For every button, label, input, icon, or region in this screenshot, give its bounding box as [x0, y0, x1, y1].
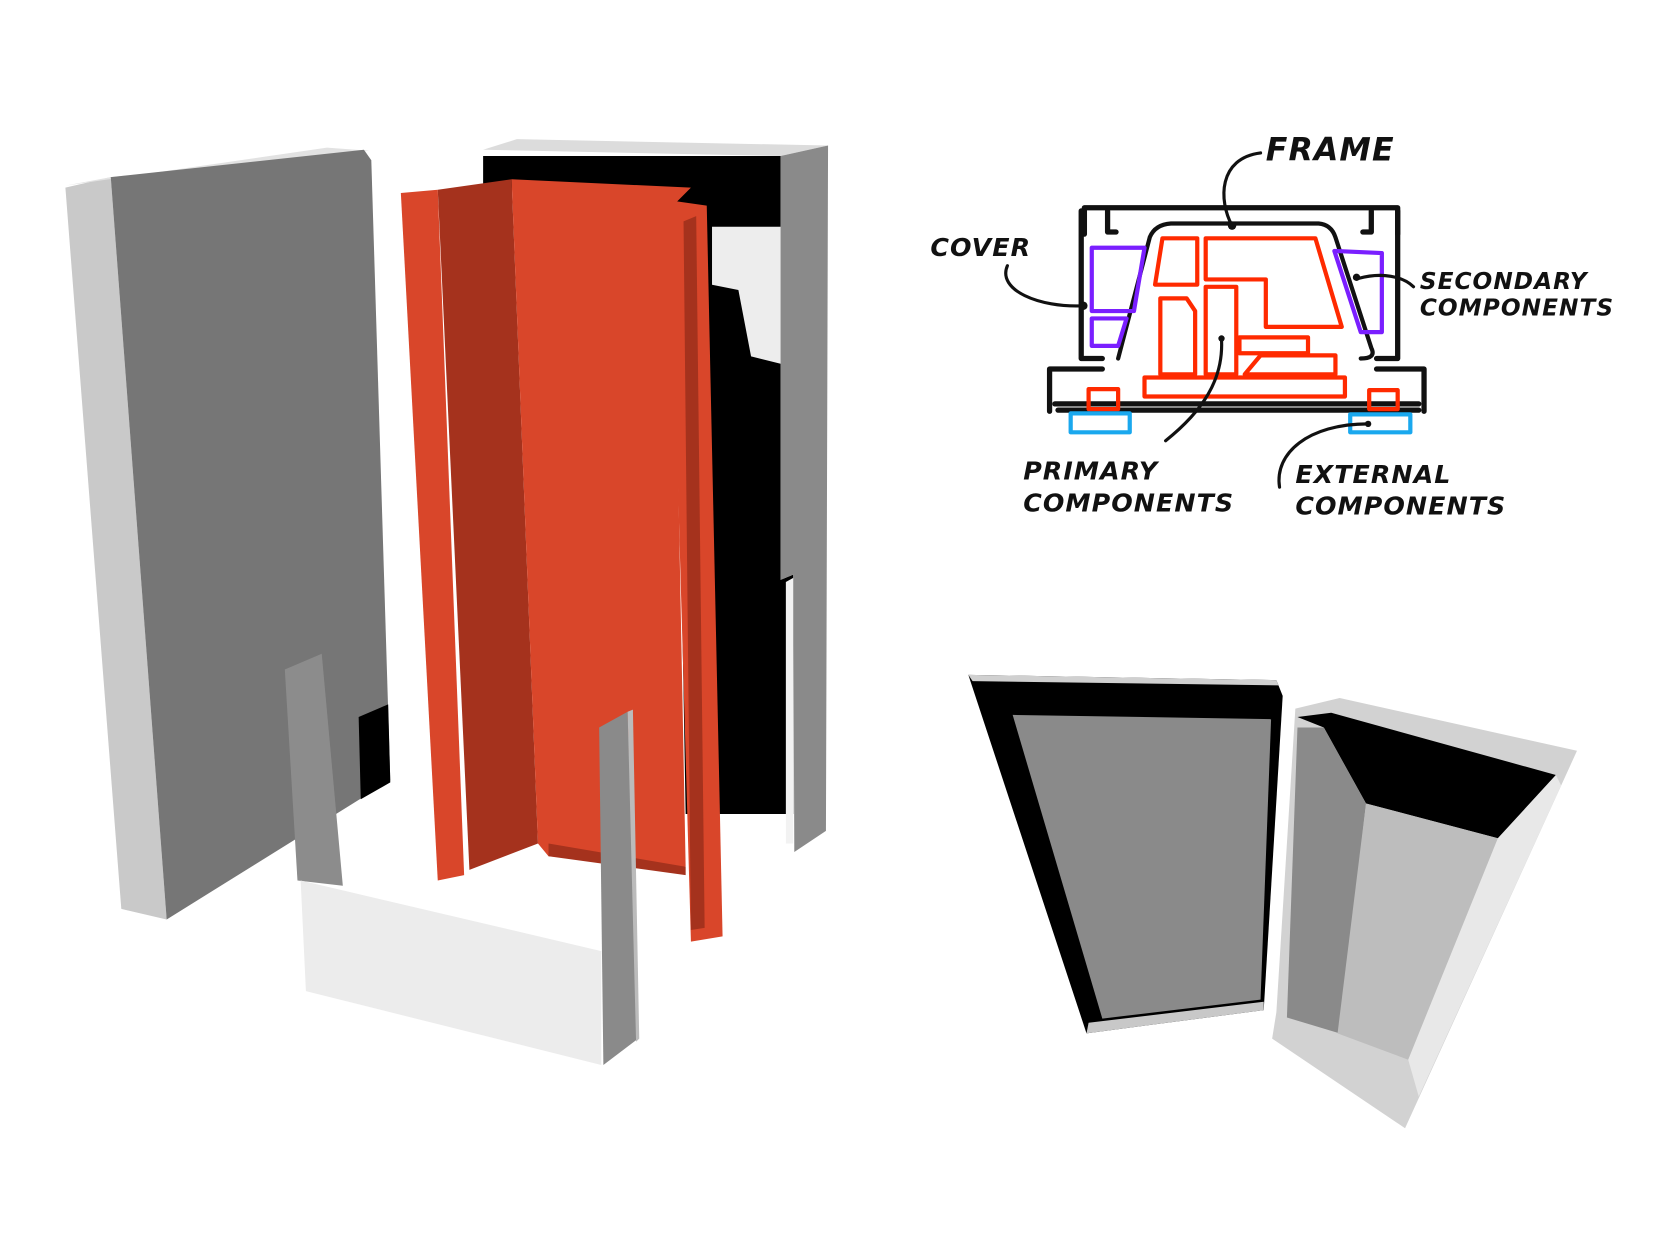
label-external-components-1: EXTERNAL: [1295, 460, 1451, 489]
label-secondary-components-2: COMPONENTS: [1420, 294, 1614, 321]
leader-dots: [1079, 221, 1372, 428]
front-tray: [284, 653, 640, 1065]
primary-components: [1086, 236, 1400, 412]
label-primary-components-2: COMPONENTS: [1023, 488, 1234, 517]
opened-enclosure-model: [968, 674, 1577, 1129]
exploded-enclosure-model: [65, 139, 829, 1065]
label-cover: COVER: [930, 233, 1031, 262]
leader-lines: [1004, 151, 1416, 489]
label-external-components-2: COMPONENTS: [1295, 492, 1506, 521]
cover-panel: [65, 147, 391, 920]
label-secondary-components-1: SECONDARY: [1420, 268, 1589, 295]
secondary-components: [1089, 245, 1384, 348]
frame-outline: [1116, 221, 1375, 361]
housing-half: [1272, 698, 1577, 1129]
cover-half: [968, 674, 1283, 1034]
frame-part: [400, 179, 723, 942]
label-frame: FRAME: [1266, 132, 1395, 168]
label-primary-components-1: PRIMARY: [1023, 457, 1160, 486]
section-sketch: [1004, 151, 1427, 489]
